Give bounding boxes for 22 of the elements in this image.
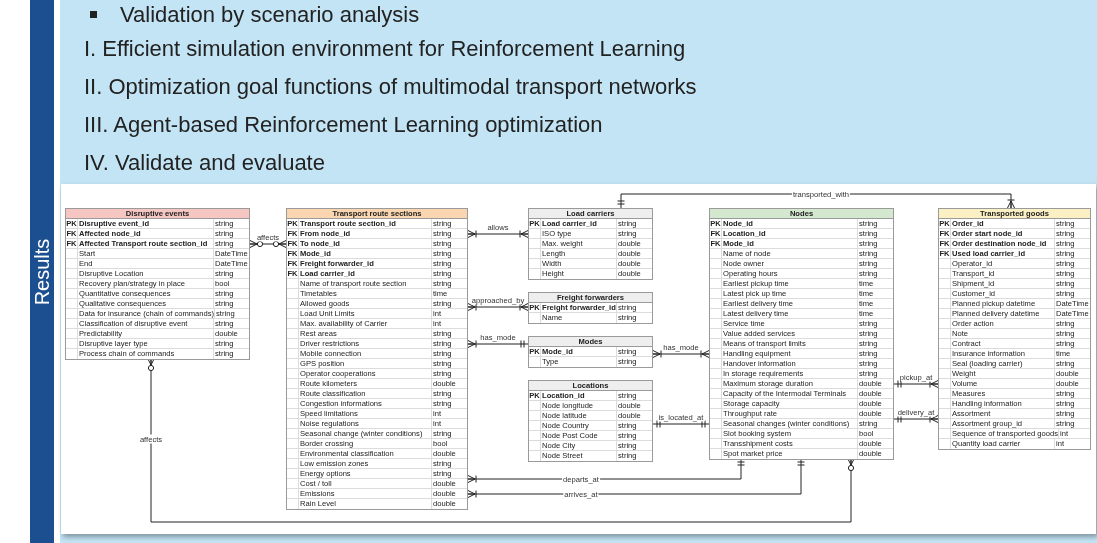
list-item: II. Optimization goal functions of multimodal transport networks	[84, 74, 697, 100]
bullet-text: Validation by scenario analysis	[120, 2, 420, 28]
relationship-line	[893, 415, 939, 423]
entity-table	[709, 208, 894, 460]
relationship-line	[467, 303, 529, 311]
list-item: III. Agent-based Reinforcement Learning optimization	[84, 112, 603, 138]
relationship-line	[467, 340, 529, 348]
entity-table	[938, 208, 1091, 450]
entity-table	[528, 208, 653, 280]
entity-table	[528, 336, 653, 368]
relationship-line	[652, 420, 710, 428]
section-title: Results	[30, 238, 54, 305]
list-item: I. Efficient simulation environment for Reinforcement Learning	[84, 36, 686, 62]
relationship-line	[249, 240, 287, 248]
entity-table	[528, 292, 653, 324]
entity-table	[286, 208, 468, 510]
entity-table	[528, 380, 653, 462]
list-item: IV. Validate and evaluate	[84, 150, 325, 176]
entity-table	[65, 208, 250, 360]
relationship-line	[467, 230, 529, 238]
relationship-line	[893, 380, 939, 388]
relationship-line	[652, 350, 710, 358]
